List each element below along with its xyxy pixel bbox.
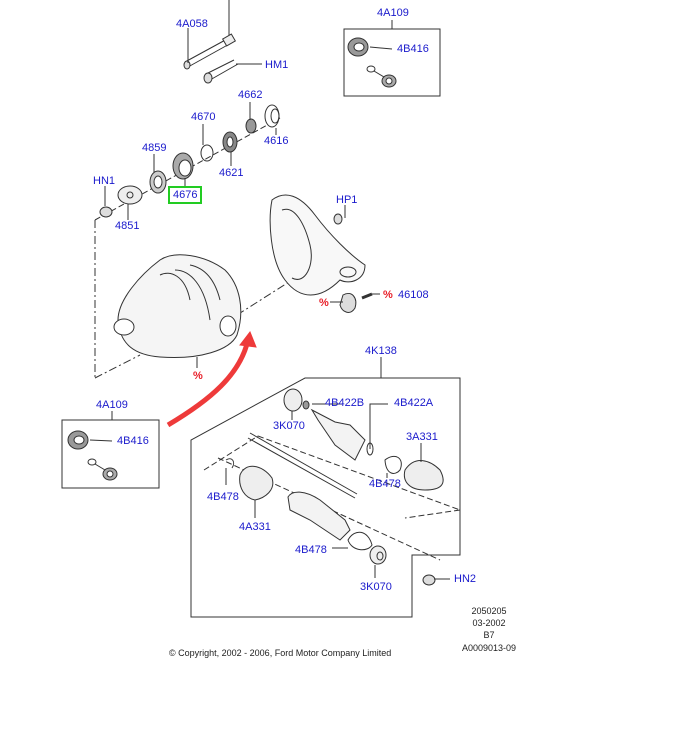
seal-4859 (149, 154, 167, 194)
copyright-notice: © Copyright, 2002 - 2006, Ford Motor Com… (169, 648, 392, 658)
callout-3K070-upper[interactable]: 3K070 (273, 420, 305, 432)
callout-HN2[interactable]: HN2 (454, 573, 477, 585)
callout-4B422B[interactable]: 4B422B (325, 397, 365, 409)
bearing-4676 (172, 152, 194, 186)
arrow-head (239, 330, 257, 348)
flange-4851 (117, 185, 143, 220)
drawing-doc-id: A0009013-09 (461, 643, 517, 653)
percent-marker: % (193, 370, 203, 382)
cup-4662 (245, 102, 257, 134)
shaft-4A058 (183, 28, 237, 70)
callout-4A109-left[interactable]: 4A109 (96, 399, 128, 411)
callout-4851[interactable]: 4851 (115, 220, 140, 232)
callout-4676-highlighted[interactable]: 4676 (168, 186, 203, 204)
percent-marker: % (319, 297, 329, 309)
cv-joint-upper (283, 388, 444, 491)
nut-HN1 (99, 186, 113, 218)
callout-HN1[interactable]: HN1 (93, 175, 116, 187)
callout-46108[interactable]: 46108 (398, 289, 429, 301)
cv-joint-lower (225, 458, 387, 578)
callout-4621[interactable]: 4621 (219, 167, 244, 179)
callout-4B422A[interactable]: 4B422A (394, 397, 434, 409)
rear-cover (269, 194, 366, 296)
kit-box-4K138 (190, 377, 461, 618)
callout-4A109-top[interactable]: 4A109 (377, 7, 409, 19)
spacer-4670 (200, 124, 214, 162)
drawing-code: 2050205 (471, 606, 507, 616)
callout-4B478-lower[interactable]: 4B478 (295, 544, 327, 556)
callout-4K138[interactable]: 4K138 (365, 345, 397, 357)
callout-4B478-upper[interactable]: 4B478 (369, 478, 401, 490)
callout-4B478-left[interactable]: 4B478 (207, 491, 239, 503)
seal-kit-top (347, 37, 397, 88)
callout-4616[interactable]: 4616 (264, 135, 289, 147)
axis-line (94, 354, 141, 379)
seal-kit-left (67, 430, 118, 481)
callout-4B416-top[interactable]: 4B416 (397, 43, 429, 55)
drawing-date: 03-2002 (472, 618, 506, 628)
pin-HM1 (203, 59, 262, 84)
callout-3A331[interactable]: 3A331 (406, 431, 438, 443)
bearing-4621 (222, 131, 238, 166)
race-4616 (264, 104, 280, 135)
nut-HN2 (422, 574, 450, 586)
callout-4670[interactable]: 4670 (191, 111, 216, 123)
percent-marker: % (383, 289, 393, 301)
callout-4A058[interactable]: 4A058 (176, 18, 208, 30)
vent-46108 (330, 292, 380, 313)
differential-housing (113, 254, 242, 368)
callout-4B416-left[interactable]: 4B416 (117, 435, 149, 447)
callout-4A331[interactable]: 4A331 (239, 521, 271, 533)
direction-arrow (166, 339, 251, 428)
callout-4662[interactable]: 4662 (238, 89, 263, 101)
axis-line (203, 435, 461, 519)
callout-HM1[interactable]: HM1 (265, 59, 289, 71)
callout-HP1[interactable]: HP1 (336, 194, 358, 206)
halfshaft (247, 432, 358, 499)
plug-HP1 (333, 205, 346, 225)
axis-line (94, 117, 281, 221)
callout-4859[interactable]: 4859 (142, 142, 167, 154)
drawing-ref: B7 (483, 630, 495, 640)
inset-box-left (61, 419, 160, 489)
axis-line (236, 274, 301, 316)
callout-3K070-lower[interactable]: 3K070 (360, 581, 392, 593)
